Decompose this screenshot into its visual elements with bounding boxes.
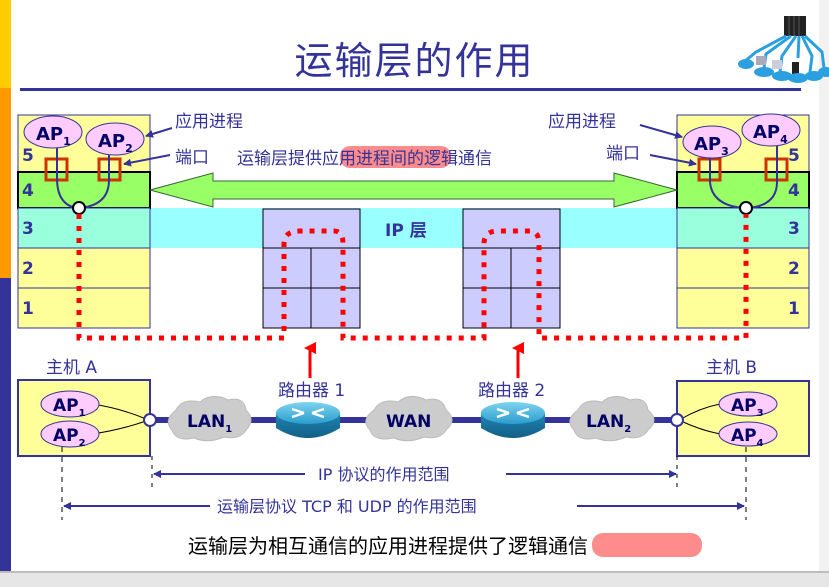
right-ap3 [682,125,742,159]
svg-text:AP4: AP4 [731,426,764,449]
svg-text:LAN1: LAN1 [187,412,232,435]
sidebar-accent-navy [0,278,11,573]
right-layer-4-label: 4 [788,181,800,201]
host-a-interface [143,413,157,427]
app-process-label-left: 应用进程 [175,112,243,132]
sidebar-accent-orange [0,88,11,278]
right-protocol-stack: 5 4 3 2 1 AP3 AP4 [676,113,810,329]
wan-cloud-icon: WAN [365,396,453,442]
logical-comm-highlight: 应用进程间 [322,149,407,169]
host-b-ap3 [718,391,778,417]
ip-layer-band [150,208,677,248]
lan2-cloud-icon: LAN2 [569,396,655,442]
host-a-ap2 [40,420,100,448]
logical-comm-suffix: 的逻辑通信 [407,149,492,169]
wan-label: WAN [386,412,431,432]
caption: 运输层为相互通信的应用进程提供了逻辑通信 [188,534,588,558]
lan1-cloud-icon: LAN1 [167,396,252,442]
svg-text:AP2: AP2 [53,426,86,449]
host-b: 主机 B AP3 AP4 [670,358,810,457]
app-process-pointer-left [145,127,173,138]
highlight-app-process [340,146,451,168]
slide-title: 运输层的作用 [294,39,535,83]
right-ap3-label: AP [694,134,721,155]
svg-text:AP1: AP1 [53,396,86,419]
right-ap4 [741,113,801,147]
right-multiplex-point [739,201,753,215]
host-b-interface [670,413,684,427]
left-layer-1-label: 1 [22,299,34,319]
left-layer-2-label: 2 [22,259,34,279]
left-multiplex-point [72,201,86,215]
caption-highlight-text: 逻辑通信 [508,534,588,558]
left-layer-2 [17,247,151,289]
host-a: 主机 A AP1 AP2 [17,358,157,457]
router2-stack [462,208,561,329]
router1-icon: 路由器 1 [276,381,345,438]
ip-layer-label: IP 层 [385,221,427,241]
svg-text:AP2: AP2 [98,131,133,155]
svg-text:AP4: AP4 [753,122,788,146]
left-layer-1 [17,287,151,329]
host-a-ap1 [40,390,100,418]
logical-comm-prefix: 运输层提供 [237,149,322,169]
host-b-label: 主机 B [706,358,757,378]
host-b-ap4 [718,421,778,447]
router1-label: 路由器 1 [278,381,345,401]
svg-text:LAN2: LAN2 [586,412,631,435]
left-ap1 [23,115,83,149]
right-ap4-label: AP [753,122,780,143]
right-layer-2-label: 2 [788,259,800,279]
left-layer-3-label: 3 [22,219,34,239]
network-server-icon [738,16,829,83]
left-layer-4 [17,171,151,209]
right-layer-3 [676,207,810,249]
left-ap1-sub: 1 [63,135,71,148]
left-ap2-sub: 2 [125,142,133,155]
lan2-sub: 2 [624,424,631,435]
data-path-dotted [76,214,749,341]
title-underline [20,88,801,91]
caption-highlight [592,533,702,557]
logical-comm-label: 运输层提供应用进程间的逻辑通信 [237,149,492,169]
router2-label: 路由器 2 [478,381,545,401]
right-margin-strip [819,0,829,573]
app-process-pointer-right [639,124,683,139]
right-layer-3-label: 3 [788,219,800,239]
right-layer-5-label: 5 [788,146,800,166]
port-pointer-right [649,154,697,167]
svg-text:AP3: AP3 [731,396,764,419]
port-pointer-left [123,154,171,167]
ip-scope-label: IP 协议的作用范围 [318,465,449,484]
lan2-label: LAN [586,412,624,432]
svg-text:AP1: AP1 [36,124,71,148]
lan1-sub: 1 [225,424,232,435]
router1-stack [262,208,361,329]
host-a-label: 主机 A [46,358,97,378]
router2-icon: 路由器 2 [478,381,545,438]
logical-communication-arrow [148,172,679,208]
caption-prefix: 运输层为相互通信的应用进程提供了 [188,534,508,558]
right-layer-2 [676,247,810,289]
left-layer-3 [17,207,151,249]
left-protocol-stack: 5 4 3 2 1 AP1 AP2 [17,114,151,329]
bottom-bar [0,571,829,587]
svg-text:AP3: AP3 [694,134,729,158]
left-ap2 [85,122,145,156]
right-ap4-sub: 4 [780,133,788,146]
right-ap3-sub: 3 [721,145,729,158]
transport-scope-label: 运输层协议 TCP 和 UDP 的作用范围 [217,497,477,516]
right-layer-1 [676,287,810,329]
left-layer-5-label: 5 [22,146,34,166]
port-label-right: 端口 [606,144,640,164]
right-layer-1-label: 1 [788,299,800,319]
sidebar-accent-yellow [0,0,11,88]
port-label-left: 端口 [175,148,209,168]
left-layer-4-label: 4 [22,181,34,201]
app-process-label-right: 应用进程 [548,112,616,132]
left-ap2-label: AP [98,131,125,152]
left-ap1-label: AP [36,124,63,145]
lan1-label: LAN [187,412,225,432]
